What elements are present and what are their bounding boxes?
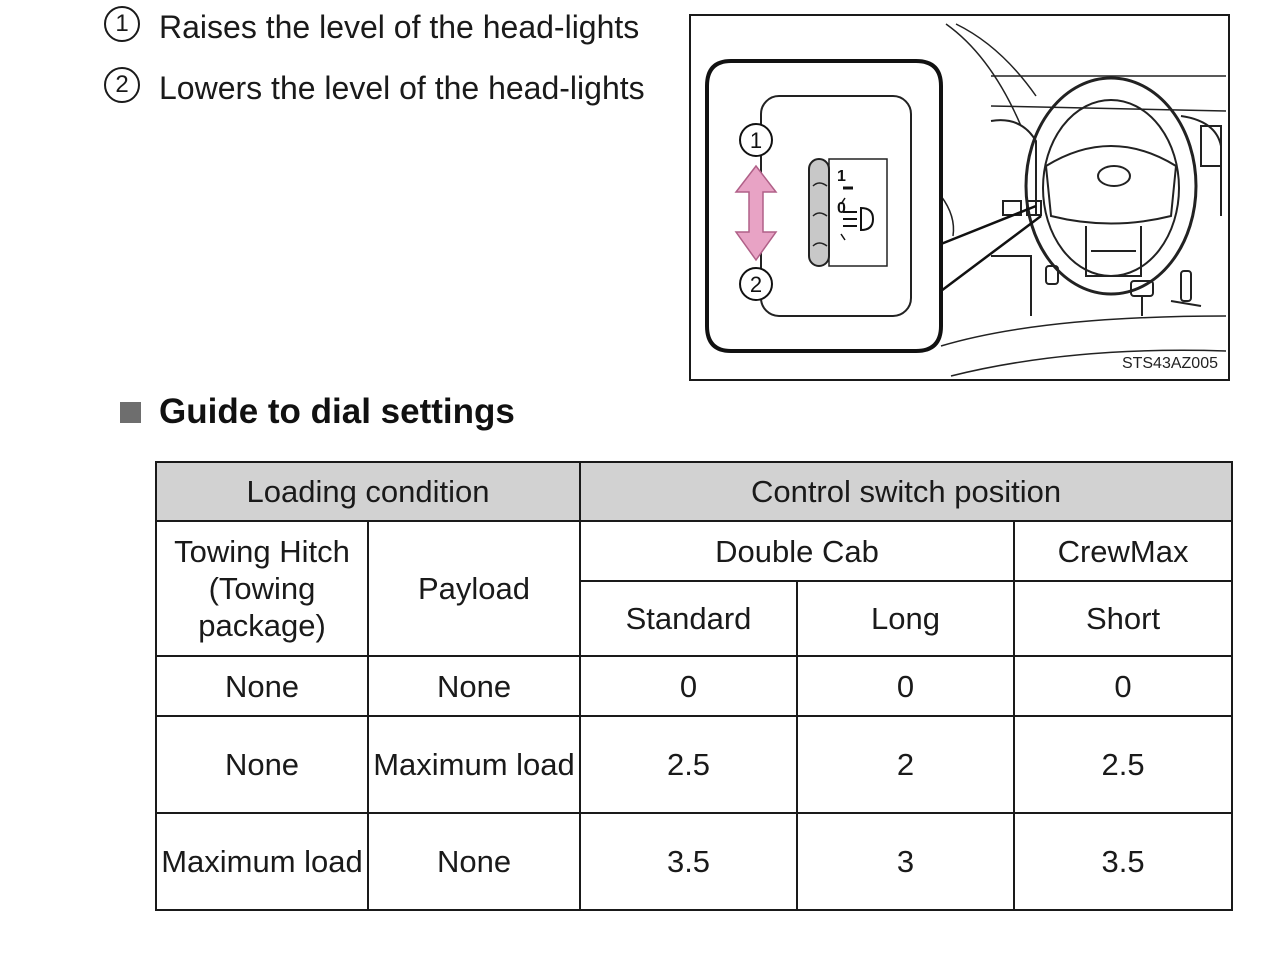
table-cell: Maximum load	[366, 715, 582, 814]
list-item-lower: 2 Lowers the level of the head-lights	[104, 65, 662, 111]
header-standard: Standard	[579, 580, 799, 657]
list-item-text: Lowers the level of the head-lights	[159, 70, 645, 106]
figure-code: STS43AZ005	[1121, 355, 1218, 372]
dial-mark-0: 0	[837, 200, 846, 217]
table-cell: None	[366, 655, 582, 717]
square-bullet-icon	[120, 401, 141, 423]
header-crewmax: CrewMax	[1013, 520, 1234, 582]
table-cell: None	[155, 655, 369, 717]
instruction-list: 1 Raises the level of the head-lights 2 …	[104, 4, 662, 126]
circled-number: 2	[104, 67, 140, 103]
table-cell: 2.5	[579, 715, 799, 814]
list-item-raise: 1 Raises the level of the head-lights	[104, 4, 662, 50]
header-long: Long	[796, 580, 1016, 657]
header-control-switch: Control switch position	[579, 461, 1234, 522]
table-header-row: Loading condition Control switch positio…	[154, 461, 1234, 522]
dashboard-illustration: 1 0 1 2	[705, 23, 1227, 377]
table-cell: 2.5	[1013, 715, 1234, 814]
table-cell: 0	[1013, 655, 1234, 717]
section-heading: Guide to dial settings	[120, 392, 515, 432]
table-row: Maximum load None 3.5 3 3.5	[155, 812, 1234, 911]
table-cell: 3	[796, 812, 1016, 911]
callout-2: 2	[750, 272, 762, 297]
table-cell: 0	[579, 655, 799, 717]
headlight-level-icon	[840, 186, 875, 241]
table-cell: 3.5	[1013, 812, 1234, 911]
table-cell: Maximum load	[155, 812, 369, 911]
table-row: None None 0 0 0	[155, 655, 1234, 717]
header-loading-condition: Loading condition	[154, 461, 582, 522]
headlight-leveling-illustration: 1 0 1 2 STS43AZ005	[689, 14, 1230, 381]
dial-mark-1: 1	[837, 168, 846, 185]
table-subheader-row: Towing Hitch (Towing package) Payload Do…	[155, 520, 1234, 657]
table-cell: 0	[796, 655, 1016, 717]
up-down-arrow-icon	[734, 164, 778, 262]
circled-number: 1	[104, 6, 140, 42]
callout-1: 1	[750, 128, 762, 153]
header-short: Short	[1013, 580, 1234, 657]
table-cell: 3.5	[579, 812, 799, 911]
table-subheader-row: Standard Long Short	[156, 580, 1234, 657]
header-payload: Payload	[366, 520, 582, 657]
header-double-cab: Double Cab	[579, 520, 1016, 582]
table-cell: None	[366, 812, 582, 911]
dial-settings-table: Loading condition Control switch positio…	[154, 461, 1234, 911]
list-item-text: Raises the level of the head-lights	[159, 9, 640, 45]
steering-wheel-icon	[1024, 76, 1198, 296]
table-cell: None	[155, 715, 369, 814]
table-row: None Maximum load 2.5 2 2.5	[155, 715, 1234, 814]
section-title: Guide to dial settings	[159, 392, 515, 431]
table-cell: 2	[796, 715, 1016, 814]
header-towing-hitch: Towing Hitch (Towing package)	[155, 520, 369, 657]
